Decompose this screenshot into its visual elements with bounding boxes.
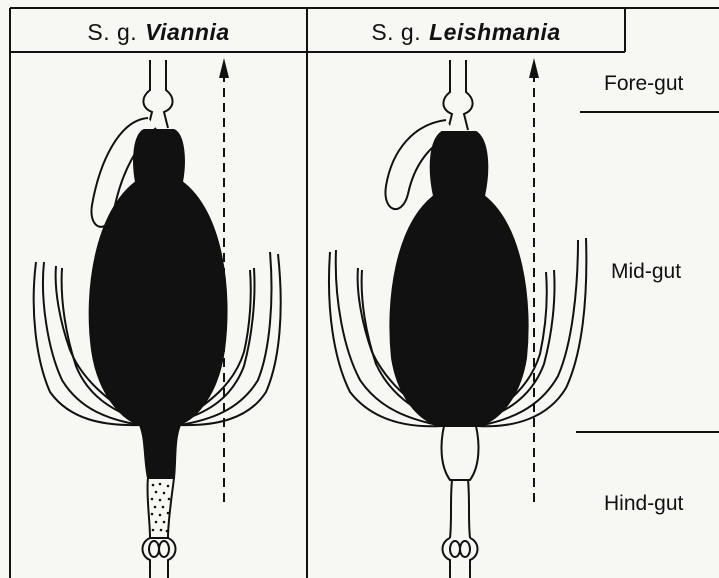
leishmania-direction-arrow [529,58,539,502]
header-leishmania: S. g. Leishmania [307,14,625,50]
leishmania-gut-illustration [329,60,586,578]
header-viannia-prefix: S. g. [87,19,137,46]
header-leishmania-genus: Leishmania [429,19,561,46]
header-viannia: S. g. Viannia [10,14,307,50]
header-leishmania-prefix: S. g. [371,19,421,46]
label-mid-gut: Mid-gut [611,260,681,284]
header-viannia-genus: Viannia [145,19,229,46]
label-fore-gut: Fore-gut [604,72,683,96]
viannia-gut-illustration [34,60,281,578]
label-hind-gut: Hind-gut [604,492,683,516]
